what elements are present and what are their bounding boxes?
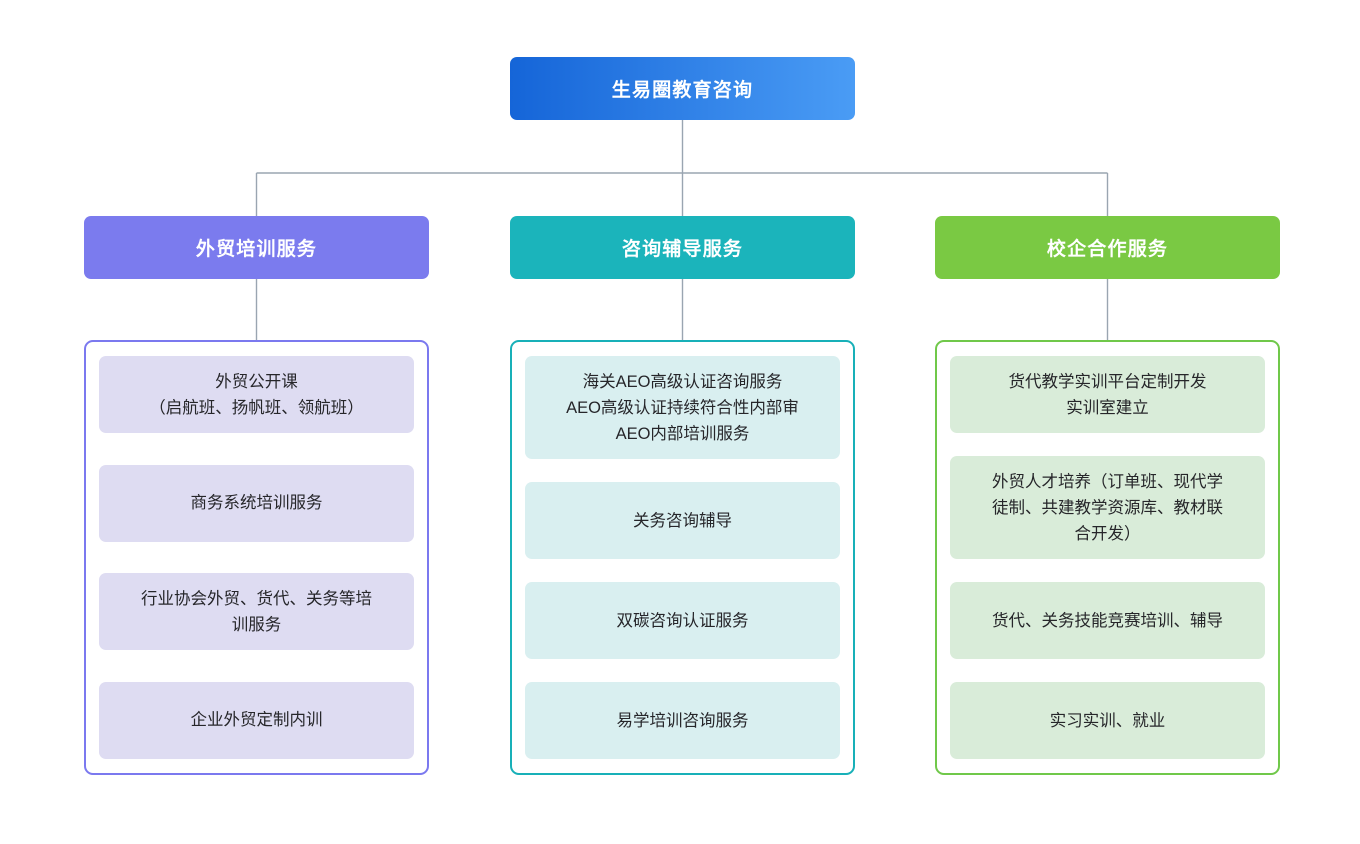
leaf-item-label: 货代、关务技能竞赛培训、辅导 (992, 611, 1223, 630)
leaf-item[interactable]: 商务系统培训服务 (99, 464, 414, 542)
branch-header-label: 校企合作服务 (1046, 239, 1169, 260)
branch-group-school-enterprise-cooperation: 货代教学实训平台定制开发实训室建立外贸人才培养（订单班、现代学徒制、共建教学资源… (935, 340, 1280, 775)
leaf-item-label: 商务系统培训服务 (190, 494, 323, 513)
leaf-item-label: 关务咨询辅导 (633, 511, 732, 530)
leaf-item-label: 行业协会外贸、货代、关务等培训服务 (141, 589, 372, 634)
leaf-item-label: 企业外贸定制内训 (190, 711, 323, 730)
leaf-item[interactable]: 货代教学实训平台定制开发实训室建立 (950, 356, 1265, 433)
branch-header-label: 咨询辅导服务 (621, 239, 744, 260)
leaf-item[interactable]: 企业外贸定制内训 (99, 681, 414, 759)
branch-header-foreign-trade-training[interactable]: 外贸培训服务 (84, 216, 429, 279)
leaf-item[interactable]: 关务咨询辅导 (525, 482, 840, 559)
leaf-item[interactable]: 货代、关务技能竞赛培训、辅导 (950, 582, 1265, 659)
leaf-item[interactable]: 行业协会外贸、货代、关务等培训服务 (99, 573, 414, 651)
branch-header-school-enterprise-cooperation[interactable]: 校企合作服务 (935, 216, 1280, 279)
leaf-item-label: 外贸公开课（启航班、扬帆班、领航班） (149, 372, 364, 417)
leaf-item[interactable]: 双碳咨询认证服务 (525, 582, 840, 659)
leaf-item[interactable]: 实习实训、就业 (950, 682, 1265, 759)
branch-group-foreign-trade-training: 外贸公开课（启航班、扬帆班、领航班） 商务系统培训服务行业协会外贸、货代、关务等培… (84, 340, 429, 775)
root-node[interactable]: 生易圈教育咨询 (510, 57, 855, 120)
branch-header-consulting-tutoring[interactable]: 咨询辅导服务 (510, 216, 855, 279)
leaf-item[interactable]: 外贸人才培养（订单班、现代学徒制、共建教学资源库、教材联合开发） (950, 456, 1265, 559)
leaf-item[interactable]: 外贸公开课（启航班、扬帆班、领航班） (99, 356, 414, 433)
branch-column-foreign-trade-training: 外贸培训服务 外贸公开课（启航班、扬帆班、领航班） 商务系统培训服务行业协会外贸、… (84, 216, 429, 775)
leaf-item[interactable]: 易学培训咨询服务 (525, 682, 840, 759)
leaf-item-label: 货代教学实训平台定制开发实训室建立 (1008, 372, 1207, 417)
leaf-item-label: 易学培训咨询服务 (616, 711, 749, 730)
branch-column-school-enterprise-cooperation: 校企合作服务 货代教学实训平台定制开发实训室建立外贸人才培养（订单班、现代学徒制… (935, 216, 1280, 775)
root-node-label: 生易圈教育咨询 (611, 80, 754, 101)
leaf-item-label: 外贸人才培养（订单班、现代学徒制、共建教学资源库、教材联合开发） (992, 472, 1223, 543)
branch-header-label: 外贸培训服务 (195, 239, 318, 260)
leaf-item-label: 实习实训、就业 (1049, 711, 1166, 730)
leaf-item-label: 双碳咨询认证服务 (616, 611, 749, 630)
